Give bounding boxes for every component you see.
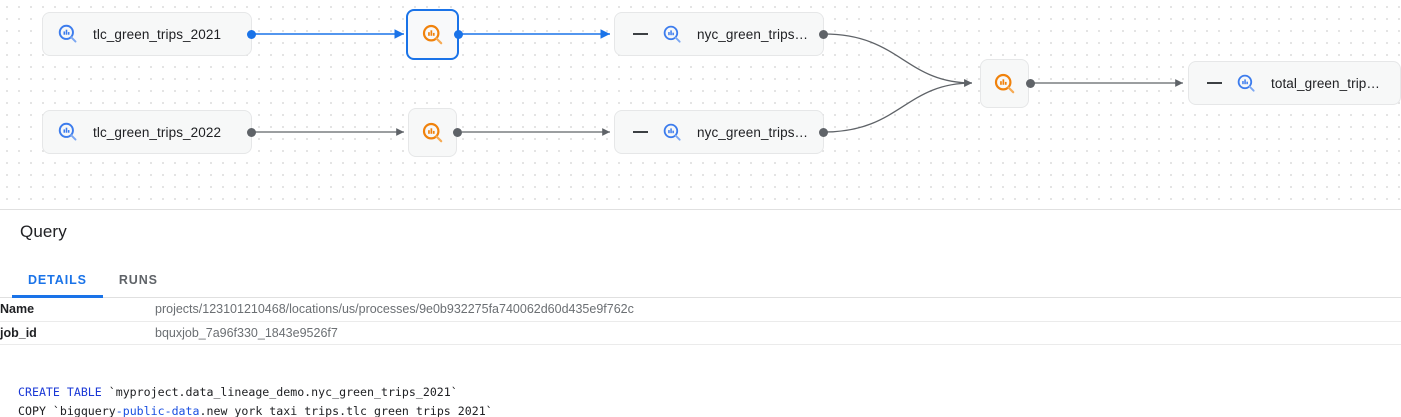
lineage-node-nyc-green-trips-2022[interactable]: nyc_green_trips… (614, 110, 824, 154)
bigquery-table-icon (58, 24, 77, 43)
lineage-node-label: nyc_green_trips… (697, 124, 809, 140)
lineage-edges (254, 29, 1183, 136)
lineage-node-port-out[interactable] (453, 128, 462, 137)
lineage-node-port-out[interactable] (1026, 79, 1035, 88)
sql-keyword: CREATE TABLE (18, 385, 102, 399)
lineage-node-process-query[interactable] (408, 108, 457, 157)
sql-line2-a: COPY `bigquery (18, 404, 116, 417)
tab-details[interactable]: DETAILS (12, 262, 103, 298)
lineage-node-label: tlc_green_trips_2021 (93, 26, 222, 42)
panel-tabs: DETAILS RUNS (0, 262, 1401, 298)
bigquery-process-icon (422, 122, 442, 142)
table-row: Name projects/123101210468/locations/us/… (0, 298, 1401, 321)
panel-divider (0, 209, 1401, 210)
collapse-dash-icon (633, 33, 648, 35)
tab-runs[interactable]: RUNS (103, 262, 174, 297)
sql-line2-b: .new_york_taxi_trips.tlc_green_trips_202… (199, 404, 493, 417)
lineage-graph-canvas[interactable]: tlc_green_trips_2021 tlc_green_trips_202… (0, 0, 1401, 209)
lineage-node-total-green-trips[interactable]: total_green_trip… (1188, 61, 1401, 105)
lineage-node-nyc-green-trips-2021[interactable]: nyc_green_trips… (614, 12, 824, 56)
lineage-node-process-query-selected[interactable] (406, 9, 459, 60)
lineage-node-port-out[interactable] (247, 30, 256, 39)
table-row: job_id bquxjob_7a96f330_1843e9526f7 (0, 321, 1401, 344)
detail-value-job-id: bquxjob_7a96f330_1843e9526f7 (155, 325, 338, 340)
sql-line2-highlight: -public-data (115, 404, 200, 417)
detail-key-name: Name (0, 302, 35, 317)
sql-line1-rest: `myproject.data_lineage_demo.nyc_green_t… (101, 385, 458, 399)
bigquery-process-icon (994, 73, 1014, 93)
lineage-node-label: tlc_green_trips_2022 (93, 124, 222, 140)
sql-code-block: CREATE TABLE `myproject.data_lineage_dem… (0, 373, 1401, 417)
collapse-dash-icon (1207, 82, 1222, 84)
collapse-dash-icon (633, 131, 648, 133)
lineage-node-tlc-green-trips-2022[interactable]: tlc_green_trips_2022 (42, 110, 252, 154)
bigquery-table-icon (663, 123, 681, 141)
lineage-node-label: total_green_trip… (1271, 75, 1381, 91)
query-details-panel: Query DETAILS RUNS Name projects/1231012… (0, 210, 1401, 417)
lineage-node-process-merge[interactable] (980, 59, 1029, 108)
lineage-node-tlc-green-trips-2021[interactable]: tlc_green_trips_2021 (42, 12, 252, 56)
lineage-node-port-out[interactable] (819, 128, 828, 137)
panel-title: Query (20, 222, 67, 241)
lineage-node-label: nyc_green_trips… (697, 26, 809, 42)
bigquery-table-icon (663, 25, 681, 43)
detail-value-name: projects/123101210468/locations/us/proce… (155, 302, 634, 317)
bigquery-process-icon (422, 24, 442, 44)
bigquery-table-icon (58, 122, 77, 141)
detail-key-job-id: job_id (0, 325, 37, 340)
lineage-node-port-out[interactable] (247, 128, 256, 137)
details-table: Name projects/123101210468/locations/us/… (0, 298, 1401, 345)
bigquery-table-icon (1237, 74, 1255, 92)
lineage-node-port-out[interactable] (819, 30, 828, 39)
lineage-node-port-out[interactable] (454, 30, 463, 39)
